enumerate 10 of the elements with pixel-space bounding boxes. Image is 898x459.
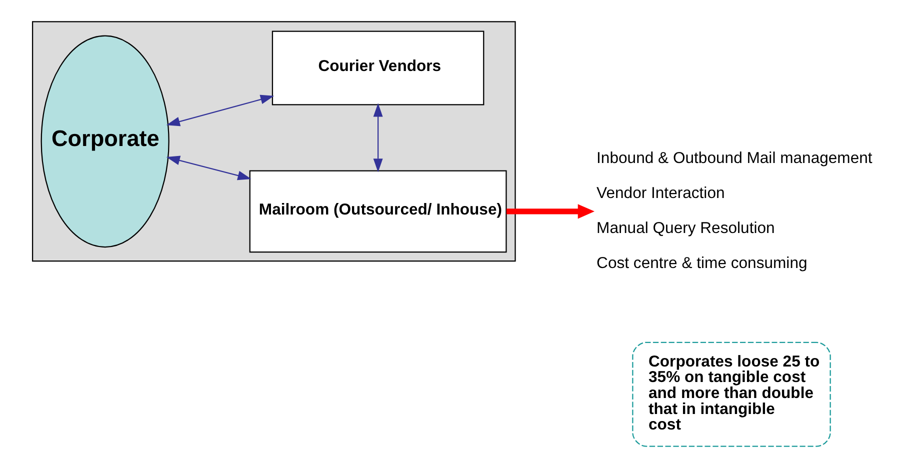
node-text: Inbound & Outbound Mail management Vendor Interaction Manual Query Resolution Cost centre & time consuming xyxy=(596,150,872,272)
node-ellipse: Corporate xyxy=(40,35,169,248)
node-box: Mailroom (Outsourced/ Inhouse) xyxy=(248,170,506,253)
arrow xyxy=(166,94,274,126)
arrow xyxy=(506,204,594,219)
cluster xyxy=(31,21,516,262)
arrow xyxy=(166,156,251,180)
arrow xyxy=(372,103,382,172)
node-box: Courier Vendors xyxy=(271,30,484,106)
node-box: Corporates loose 25 to 35% on tangible cost and more than double that in intangible cost xyxy=(632,342,830,447)
